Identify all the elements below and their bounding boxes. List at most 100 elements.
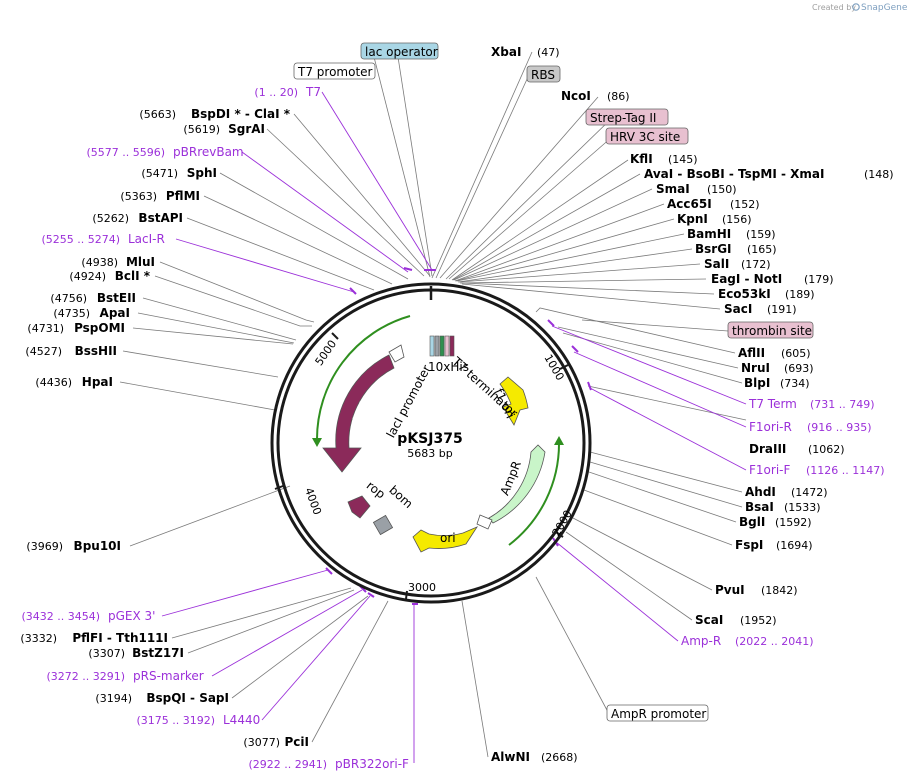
site-name: NruI (741, 361, 770, 375)
leader-smai (453, 188, 653, 281)
leader-clai (293, 113, 431, 277)
site-labels-left: PciI (3077) BspQI - SapI (3194) BstZ17I … (20, 107, 309, 749)
feature-laci-promoter (388, 344, 405, 363)
orf-arrowhead-laci (312, 438, 322, 447)
site-name: FspI (735, 538, 763, 552)
credit-brand: SnapGene (861, 3, 908, 13)
inner-label-rop: rop (364, 478, 388, 501)
primer-name: F1ori-R (749, 420, 792, 434)
box-thrombin: thrombin site (732, 324, 812, 338)
leader-mlui (159, 261, 315, 323)
tick-label-4000: 4000 (302, 486, 324, 517)
feature-ampr (488, 444, 546, 524)
site-name: BsaI (745, 500, 774, 514)
feature-ori (412, 526, 479, 553)
site-name: AflII (738, 346, 765, 360)
site-name: HpaI (82, 375, 113, 389)
site-pos: (605) (781, 347, 811, 360)
leader-primer-pbrrevbam (241, 151, 409, 273)
box-t7-promoter: T7 promoter (297, 65, 373, 79)
site-name: PspOMI (74, 321, 125, 335)
primer-labels: (1 .. 20) T7 (5577 .. 5596) pBRrevBam (5… (21, 85, 884, 771)
site-name: SacI (724, 302, 752, 316)
snapgene-logo-icon (852, 3, 860, 11)
feature-laci (322, 354, 395, 473)
site-pos: (4938) (81, 256, 118, 269)
leader-bcli (154, 275, 312, 327)
leader-ahdi (589, 451, 743, 493)
leader-primer-l4440 (261, 595, 371, 721)
feature-rop (347, 495, 371, 519)
leader-primer-t7 (321, 91, 433, 271)
leader-primer-laci-r (175, 238, 355, 293)
site-pos: (693) (784, 362, 814, 375)
site-name: BglI (739, 515, 765, 529)
site-pos: (2668) (541, 751, 578, 764)
primer-range: (2922 .. 2941) (248, 758, 327, 771)
site-name: BclI * (115, 269, 151, 283)
site-name: PflFI - Tth111I (72, 631, 168, 645)
inner-label-his: 10xHis (428, 360, 469, 374)
position-ticks (274, 332, 569, 600)
site-name: SmaI (656, 182, 690, 196)
site-pos: (148) (864, 168, 894, 181)
plasmid-size: 5683 bp (407, 447, 452, 460)
primer-name: LacI-R (128, 232, 165, 246)
site-name: MluI (126, 255, 155, 269)
feature-lac-operator (429, 335, 435, 357)
primer-range: (3432 .. 3454) (21, 610, 100, 623)
site-pos: (145) (668, 153, 698, 166)
feature-f1-ori (499, 376, 529, 426)
site-name: SphI (187, 166, 217, 180)
primer-name: T7 (305, 85, 321, 99)
site-pos: (172) (741, 258, 771, 271)
leader-blpi (562, 332, 743, 384)
site-pos: (1842) (761, 584, 798, 597)
site-name: NcoI (561, 89, 591, 103)
leader-bstapi (186, 217, 375, 291)
site-name: KflI (630, 152, 653, 166)
site-name: ApaI (100, 306, 130, 320)
leader-bstz17i (187, 589, 355, 654)
site-name: BstEII (97, 291, 136, 305)
site-pos: (4756) (50, 292, 87, 305)
tick-label-2000: 2000 (550, 508, 575, 539)
primer-name: pBRrevBam (173, 145, 244, 159)
site-name: Eco53kI (718, 287, 771, 301)
feature-rbs (434, 335, 440, 357)
site-pos: (179) (804, 273, 834, 286)
site-name: AvaI - BsoBI - TspMI - XmaI (644, 167, 824, 181)
site-name: AlwNI (491, 750, 530, 764)
feature-10xhis (439, 335, 445, 357)
leader-draiii (587, 385, 747, 421)
leader-fspi (583, 489, 733, 546)
box-strep-tag: Strep-Tag II (590, 111, 656, 125)
inner-label-bom: bom (386, 483, 415, 511)
leader-hpai (119, 381, 276, 411)
primer-range: (1126 .. 1147) (806, 464, 885, 477)
box-hrv3c: HRV 3C site (610, 130, 680, 144)
site-name: SgrAI (228, 122, 265, 136)
site-name: XbaI (491, 45, 521, 59)
primer-name: F1ori-F (749, 463, 790, 477)
leader-aflii (535, 307, 736, 354)
leader-nrui (557, 326, 739, 369)
primer-leader-lines (161, 91, 747, 763)
leader-primer-t7term (551, 325, 747, 405)
inner-label-ori: ori (440, 531, 456, 545)
site-name: BamHI (687, 227, 731, 241)
primer-name: T7 Term (748, 397, 797, 411)
credit-text: Created by (812, 3, 856, 12)
site-pos: (189) (785, 288, 815, 301)
leader-primer-ampr (555, 541, 679, 642)
leader-ncoi (439, 96, 599, 279)
box-lac-operator: lac operator (365, 45, 438, 59)
feature-bom (372, 514, 394, 536)
site-labels-right: XbaI (47) NcoI (86) KflI (145) AvaI - Bs… (491, 45, 894, 764)
site-pos: (156) (722, 213, 752, 226)
site-pos: (1694) (776, 539, 813, 552)
site-name: BstAPI (138, 211, 183, 225)
site-pos: (159) (746, 228, 776, 241)
